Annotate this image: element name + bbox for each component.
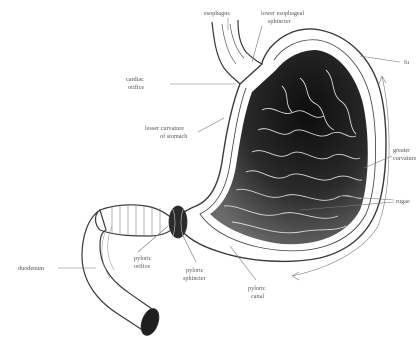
greater-curvature-label-line2: curvature — [393, 155, 416, 162]
pyloric-canal-label-line2: canal — [251, 293, 264, 300]
pyloric-canal-label-line1: pyloric — [248, 285, 266, 292]
pyloric-sphincter-label-line2: sphincter — [183, 275, 206, 282]
stomach-wall-drawing — [176, 29, 386, 261]
pyloric-sphincter-label-line1: pyloric — [186, 267, 204, 274]
duodenum-drawing — [82, 210, 162, 338]
esophagus-label: esophagus — [204, 10, 230, 17]
lesser-curvature-label-line2: of stomach — [160, 133, 188, 140]
duodenum-label: duodenum — [18, 265, 44, 272]
pyloric-orifice-label-line1: pyloric — [134, 255, 152, 262]
cardiac-orifice-label-line2: orifice — [128, 84, 144, 91]
greater-curvature-label-line1: greater — [393, 147, 410, 154]
lower-esophageal-sphincter-label-line2: sphincter — [268, 18, 291, 25]
lesser-curvature-label-line1: lesser curvature — [145, 125, 184, 132]
pyloric-orifice-label-line2: orifice — [134, 263, 150, 270]
cardiac-orifice-label-line1: cardiac — [126, 76, 144, 83]
lower-esophageal-sphincter-label-line1: lower esophageal — [261, 10, 304, 17]
rugae-label: rugae — [396, 198, 410, 205]
fundus-label-fragment: fu — [404, 59, 409, 66]
